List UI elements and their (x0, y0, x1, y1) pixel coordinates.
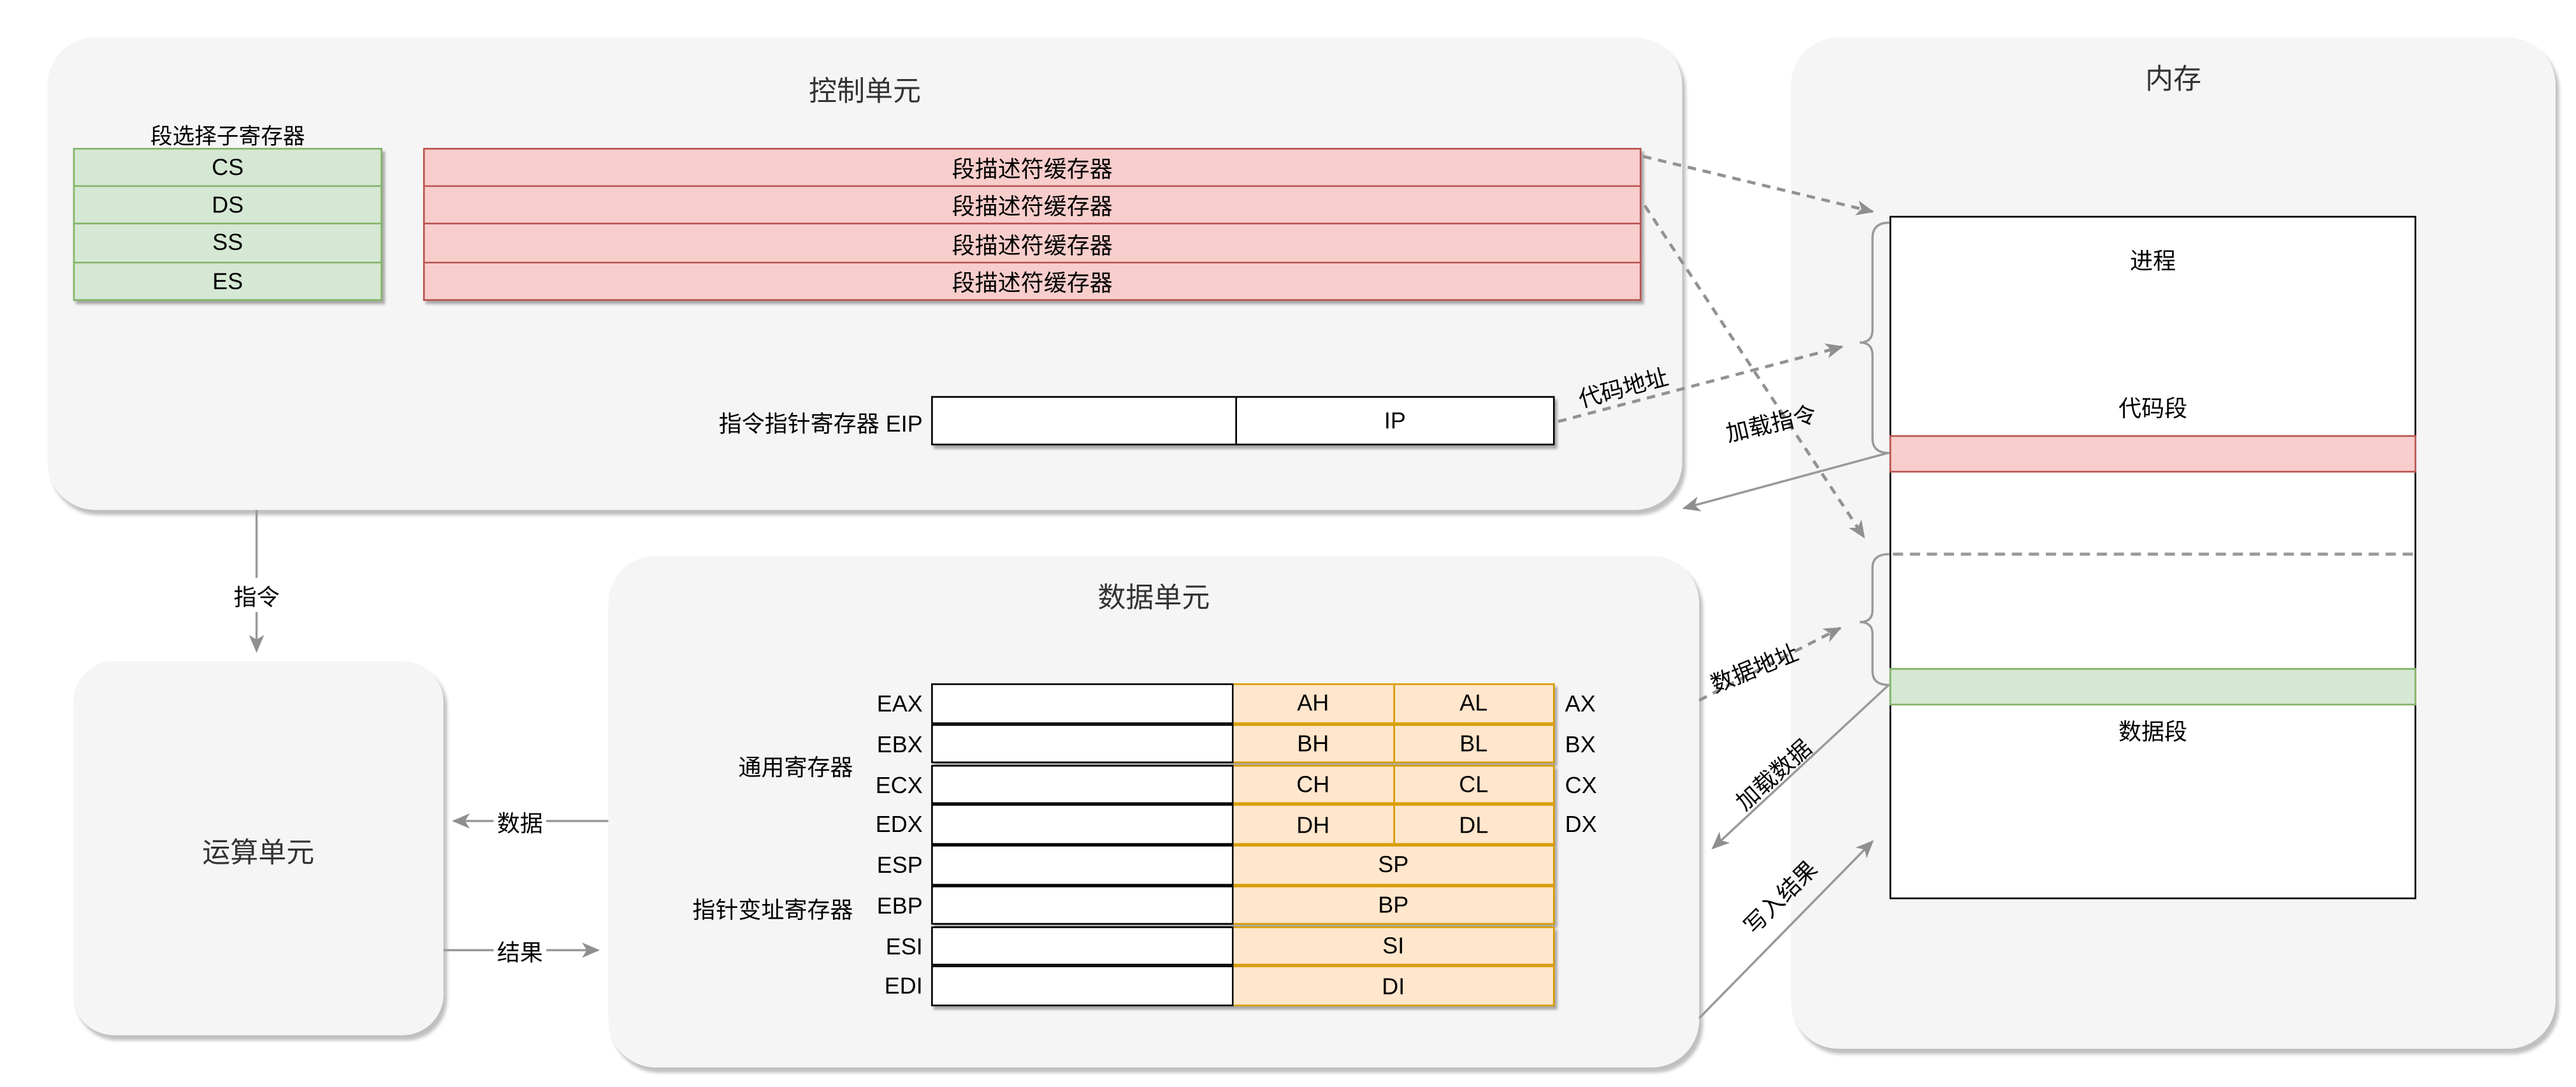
register-row-eax: AH AL (931, 683, 1555, 724)
eip-register-label: 指令指针寄存器 EIP (718, 410, 923, 436)
register-low-word: AH AL (1233, 683, 1555, 724)
register-low-byte: DL (1392, 806, 1553, 843)
register-low-byte: CL (1392, 766, 1553, 803)
segment-selector-cs: CS (73, 147, 382, 186)
register-high-word (931, 764, 1234, 805)
edge-label-result: 结果 (493, 933, 547, 968)
register-row-ebx: BH BL (931, 723, 1555, 764)
process-label: 进程 (2130, 247, 2176, 273)
register-row-edx: DH DL (931, 804, 1555, 845)
register-high-byte: BH (1297, 731, 1329, 757)
segment-selector-registers-label: 段选择子寄存器 (150, 123, 305, 149)
descriptor-cache-row: 段描述符缓存器 (423, 224, 1642, 263)
edge-label-data: 数据 (493, 804, 547, 838)
register-low-word: SP (1233, 845, 1555, 886)
register-high-word (931, 925, 1234, 967)
register-word-name-bx: BX (1565, 731, 1596, 757)
register-name-ebp: EBP (876, 893, 923, 919)
register-high-byte: DH (1296, 812, 1330, 838)
register-row-edi: DI (931, 965, 1555, 1007)
register-high-word (931, 723, 1234, 764)
register-low-word: BH BL (1233, 723, 1555, 764)
register-word-name-dx: DX (1565, 812, 1597, 838)
descriptor-cache-row: 段描述符缓存器 (423, 186, 1642, 224)
edge-label-data-address: 数据地址 (1707, 639, 1802, 698)
register-high-word (931, 804, 1234, 845)
eip-high-cell (933, 397, 1237, 444)
current-data-band (1889, 667, 2417, 705)
register-name-esp: ESP (876, 852, 923, 879)
register-low-word: BP (1233, 885, 1555, 926)
register-word-name-cx: CX (1565, 771, 1597, 798)
segment-selector-table: CS DS SS ES (73, 147, 382, 301)
register-high-byte: CH (1296, 771, 1330, 798)
register-low-word: SI (1233, 925, 1555, 967)
register-high-word (931, 683, 1234, 724)
control-unit-title: 控制单元 (809, 76, 922, 107)
register-low-word: DH DL (1233, 804, 1555, 845)
register-word-name-ax: AX (1565, 690, 1596, 717)
register-high-word (931, 885, 1234, 926)
memory-title: 内存 (2145, 64, 2202, 96)
data-segment-label: 数据段 (2118, 718, 2188, 744)
register-high-word (931, 965, 1234, 1007)
register-name-eax: EAX (876, 690, 923, 717)
segment-selector-es: ES (73, 262, 382, 301)
code-segment-label: 代码段 (2118, 395, 2188, 421)
register-row-ebp: BP (931, 885, 1555, 926)
eip-register-box: IP (931, 396, 1555, 446)
register-row-ecx: CH CL (931, 764, 1555, 805)
descriptor-cache-row: 段描述符缓存器 (423, 147, 1642, 186)
descriptor-cache-row: 段描述符缓存器 (423, 262, 1642, 301)
data-unit-title: 数据单元 (1097, 583, 1210, 614)
segment-selector-ss: SS (73, 224, 382, 263)
register-name-ebx: EBX (876, 731, 923, 757)
edge-label-instruction: 指令 (230, 578, 283, 612)
descriptor-cache-table: 段描述符缓存器 段描述符缓存器 段描述符缓存器 段描述符缓存器 (423, 147, 1642, 301)
segment-selector-ds: DS (73, 186, 382, 224)
pointer-index-registers-label: 指针变址寄存器 (692, 897, 853, 923)
register-name-ecx: ECX (875, 771, 923, 798)
register-low-byte: BL (1392, 725, 1553, 762)
register-row-esp: SP (931, 845, 1555, 886)
register-low-byte: AL (1392, 685, 1553, 722)
register-low-word: CH CL (1233, 764, 1555, 805)
alu-container (73, 661, 444, 1035)
register-name-esi: ESI (885, 933, 923, 959)
alu-title: 运算单元 (202, 838, 315, 869)
register-name-edi: EDI (884, 973, 923, 999)
register-high-word (931, 845, 1234, 886)
register-row-esi: SI (931, 925, 1555, 967)
register-name-edx: EDX (875, 812, 923, 838)
memory-map-box: 进程 代码段 数据段 (1889, 215, 2417, 900)
eip-ip-cell: IP (1384, 407, 1406, 434)
register-low-word: DI (1233, 965, 1555, 1007)
register-high-byte: AH (1297, 690, 1329, 717)
general-registers-label: 通用寄存器 (738, 754, 853, 780)
current-instruction-band (1889, 434, 2417, 473)
